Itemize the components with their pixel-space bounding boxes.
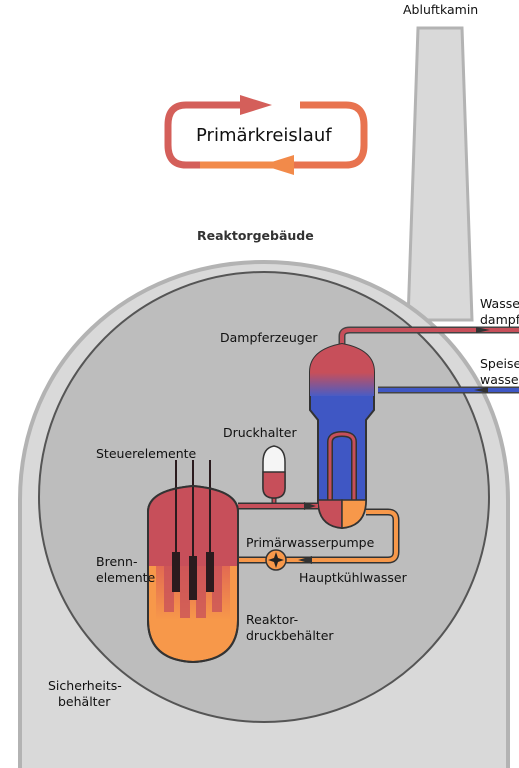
pressurizer-label: Druckhalter [223,425,297,440]
vessel-label-2: druckbehälter [246,628,334,643]
fuel-label-1: Brenn- [96,554,138,569]
exhaust-chimney [406,26,474,322]
control-rods [172,460,214,600]
fuel-label-2: elemente [96,570,156,585]
feedwater-label-2: wasser [480,372,519,387]
primary-cycle-label: Primärkreislauf [196,125,332,146]
containment-label-1: Sicherheits- [48,678,122,693]
fuel-elements [156,566,230,620]
containment-label-2: behälter [58,694,111,709]
vessel-label-1: Reaktor- [246,612,298,627]
feedwater-line [378,386,519,394]
control-rods-label: Steuerelemente [96,446,197,461]
coolant-flow-arrow [298,556,312,564]
reactor-pressure-vessel [147,460,239,664]
coolant-label: Hauptkühlwasser [299,570,408,585]
chimney-label: Abluftkamin [403,2,478,17]
pump-label: Primärwasserpumpe [246,535,375,550]
pump-star-icon [268,552,284,568]
primary-pump [265,549,287,571]
steam-out-label-2: dampf [480,312,519,327]
steam-out-label-1: Wasser- [480,296,519,311]
hot-leg-pipe [238,502,318,510]
feedwater-flow-arrow [474,387,488,393]
primary-cycle-arrows [164,95,368,175]
feedwater-label-1: Speise- [480,356,519,371]
cold-leg-pipe [238,508,400,564]
steam-line [338,326,519,350]
steam-generator [309,342,375,530]
building-label: Reaktorgebäude [197,228,314,243]
steam-flow-arrow [476,327,490,333]
steam-generator-label: Dampferzeuger [220,330,318,345]
